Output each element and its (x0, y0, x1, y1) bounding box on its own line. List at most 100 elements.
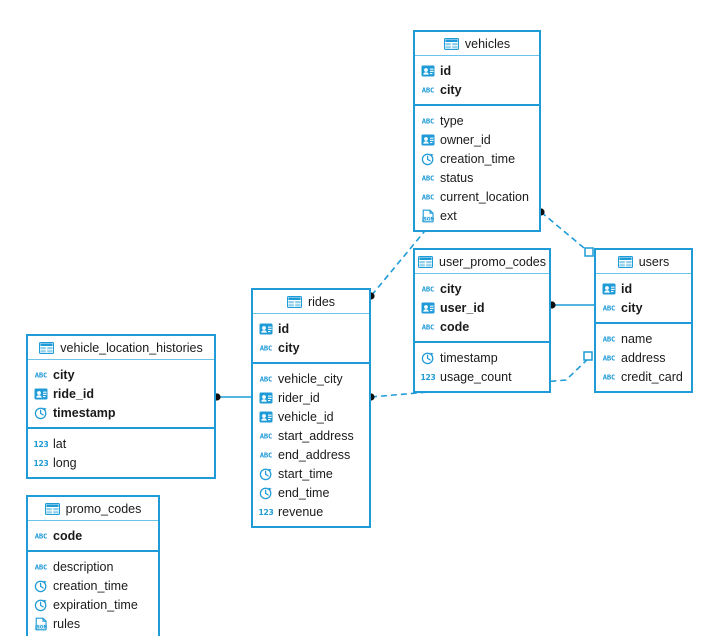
123-icon: 123 (34, 437, 48, 451)
field-row[interactable]: id (253, 319, 369, 338)
field-row[interactable]: ride_id (28, 384, 214, 403)
field-name: id (440, 63, 452, 78)
field-row[interactable]: start_time (253, 464, 369, 483)
relationship-user-promo-codes-users[interactable] (548, 301, 594, 309)
abc-icon: ABC (602, 351, 616, 365)
table-header[interactable]: user_promo_codes (415, 250, 549, 274)
field-row[interactable]: expiration_time (28, 595, 158, 614)
svg-text:123: 123 (421, 373, 435, 382)
field-name: name (621, 331, 653, 346)
id-card-icon (259, 322, 273, 336)
svg-text:ABC: ABC (35, 562, 47, 571)
field-name: user_id (440, 300, 485, 315)
abc-icon: ABC (259, 448, 273, 462)
abc-icon: ABC (34, 560, 48, 574)
field-row[interactable]: rider_id (253, 388, 369, 407)
id-card-icon (259, 410, 273, 424)
table-grid-icon (44, 502, 60, 515)
field-name: owner_id (440, 132, 491, 147)
table-header[interactable]: rides (253, 290, 369, 314)
field-name: code (53, 528, 83, 543)
table-header[interactable]: promo_codes (28, 497, 158, 521)
relationship-vehicle-location-histories-rides[interactable] (213, 393, 251, 401)
field-row[interactable]: user_id (415, 298, 549, 317)
123-icon: 123 (421, 370, 435, 384)
field-row[interactable]: id (415, 61, 539, 80)
table-header[interactable]: vehicles (415, 32, 539, 56)
table-name: vehicles (464, 36, 511, 51)
abc-icon: ABC (602, 370, 616, 384)
field-name: city (278, 340, 300, 355)
svg-text:123: 123 (259, 508, 273, 517)
clock-icon (259, 486, 273, 500)
field-row[interactable]: creation_time (415, 149, 539, 168)
123-icon: 123 (259, 505, 273, 519)
field-name: ride_id (53, 386, 94, 401)
field-row[interactable]: ABC name (596, 329, 691, 348)
field-row[interactable]: timestamp (415, 348, 549, 367)
field-row[interactable]: vehicle_id (253, 407, 369, 426)
field-name: vehicle_id (278, 409, 334, 424)
field-name: timestamp (53, 405, 116, 420)
table-name: vehicle_location_histories (60, 340, 203, 355)
field-name: id (621, 281, 633, 296)
svg-text:123: 123 (34, 459, 48, 468)
table-name: rides (307, 294, 336, 309)
table-header[interactable]: vehicle_location_histories (28, 336, 214, 360)
abc-icon: ABC (602, 332, 616, 346)
field-name: end_time (278, 485, 330, 500)
table-name: promo_codes (65, 501, 142, 516)
field-row[interactable]: timestamp (28, 403, 214, 422)
field-row[interactable]: creation_time (28, 576, 158, 595)
svg-text:ABC: ABC (603, 303, 615, 312)
clock-icon (34, 406, 48, 420)
field-name: rules (53, 616, 81, 631)
field-name: city (440, 82, 462, 97)
abc-icon: ABC (421, 171, 435, 185)
field-row[interactable]: owner_id (415, 130, 539, 149)
field-row[interactable]: id (596, 279, 691, 298)
field-row[interactable]: end_time (253, 483, 369, 502)
clock-icon (259, 467, 273, 481)
field-name: type (440, 113, 464, 128)
table-grid-icon (286, 295, 302, 308)
svg-text:JSON: JSON (421, 216, 435, 222)
table-header[interactable]: users (596, 250, 691, 274)
table-name: user_promo_codes (439, 254, 547, 269)
field-name: start_time (278, 466, 333, 481)
